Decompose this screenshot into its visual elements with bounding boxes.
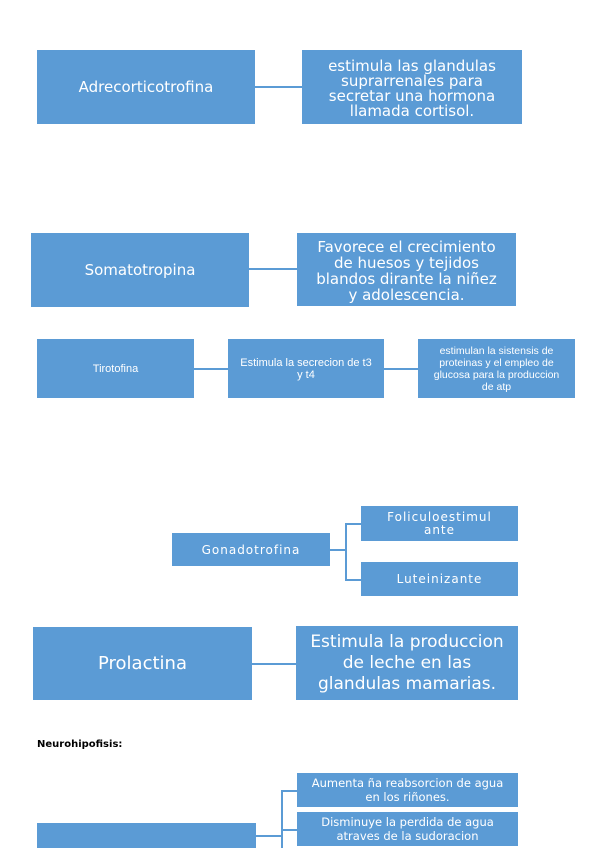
- bracket-bottom: [345, 579, 361, 581]
- effect-line: Aumenta ña reabsorcion de agua: [311, 776, 504, 790]
- bracket-stem: [330, 549, 345, 551]
- node-tirotofina-effect: Estimula la secrecion de t3 y t4: [228, 339, 384, 398]
- bracket-top: [345, 523, 361, 525]
- bracket-middle: [281, 829, 297, 831]
- description-line: estimula las glandulas: [328, 57, 496, 75]
- description-line: Estimula la produccion: [310, 631, 504, 652]
- type-line: Foliculoestimul: [387, 509, 492, 524]
- result-line: de atp: [481, 380, 512, 393]
- node-label: Tirotofina: [92, 362, 139, 375]
- description-line: y adolescencia.: [348, 285, 465, 304]
- node-label: Adrecorticotrofina: [78, 78, 214, 96]
- bracket-vertical: [281, 790, 283, 848]
- connector-line: [252, 663, 296, 665]
- description-line: secretar una hormona: [328, 87, 496, 105]
- node-neurohipofisis-effect-2: Disminuye la perdida de agua atraves de …: [297, 812, 518, 846]
- node-label: Prolactina: [98, 653, 187, 674]
- description-line: Favorece el crecimiento: [317, 237, 496, 256]
- node-label: Somatotropina: [84, 261, 196, 279]
- effect-line: atraves de la sudoracion: [336, 829, 479, 843]
- effect-line: Disminuye la perdida de agua: [321, 815, 494, 829]
- bracket-top: [281, 790, 297, 792]
- bracket-stem: [256, 835, 281, 837]
- description-line: blandos dirante la niñez: [316, 269, 497, 288]
- node-gonadotrofina: Gonadotrofina: [172, 533, 330, 566]
- section-title-neurohipofisis: Neurohipofisis:: [37, 739, 123, 750]
- result-line: estimulan la sistensis de: [439, 344, 554, 357]
- connector-line: [194, 368, 228, 370]
- node-neurohipofisis-main: [37, 823, 256, 848]
- node-adrecorticotrofina: Adrecorticotrofina: [37, 50, 255, 124]
- description-line: llamada cortisol.: [349, 102, 475, 120]
- node-neurohipofisis-effect-1: Aumenta ña reabsorcion de agua en los ri…: [297, 773, 518, 807]
- description-line: suprarrenales para: [341, 72, 483, 90]
- node-somatotropina-description: Favorece el crecimiento de huesos y teji…: [297, 233, 516, 306]
- node-prolactina-description: Estimula la produccion de leche en las g…: [296, 626, 518, 700]
- effect-line: Estimula la secrecion de t3: [240, 356, 372, 369]
- description-line: de huesos y tejidos: [334, 253, 479, 272]
- node-somatotropina: Somatotropina: [31, 233, 249, 307]
- connector-line: [255, 86, 302, 88]
- type-line: Luteinizante: [396, 572, 483, 586]
- node-tirotofina: Tirotofina: [37, 339, 194, 398]
- effect-line: y t4: [297, 368, 315, 381]
- node-tirotofina-result: estimulan la sistensis de proteinas y el…: [418, 339, 575, 398]
- node-luteinizante: Luteinizante: [361, 562, 518, 596]
- type-line: ante: [423, 522, 456, 537]
- node-foliculoestimulante: Foliculoestimul ante: [361, 506, 518, 541]
- node-label: Gonadotrofina: [201, 542, 301, 557]
- connector-line: [384, 368, 418, 370]
- bracket-vertical: [345, 523, 347, 580]
- result-line: proteinas y el empleo de: [439, 356, 554, 369]
- description-line: glandulas mamarias.: [317, 673, 497, 694]
- result-line: glucosa para la produccion: [433, 368, 560, 381]
- connector-line: [249, 268, 297, 270]
- description-line: de leche en las: [342, 652, 472, 673]
- effect-line: en los riñones.: [365, 790, 450, 804]
- node-prolactina: Prolactina: [33, 627, 252, 700]
- node-adrecorticotrofina-description: estimula las glandulas suprarrenales par…: [302, 50, 522, 124]
